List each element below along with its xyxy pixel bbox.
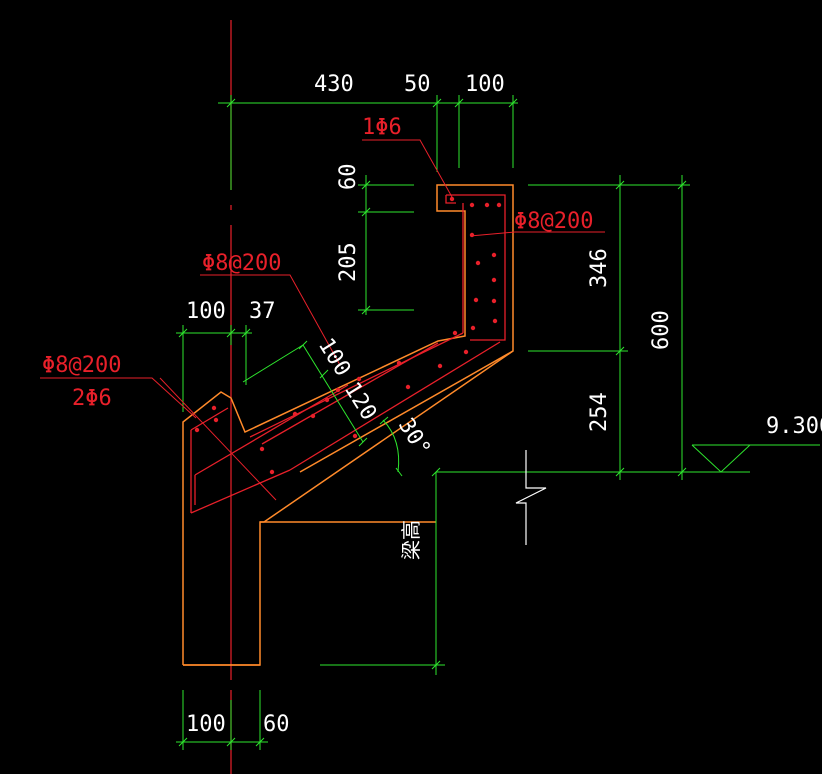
elevation-9300: 9.300 <box>766 414 822 439</box>
dim-205: 205 <box>336 242 361 282</box>
dim-346: 346 <box>587 248 612 288</box>
dim-430: 430 <box>314 72 354 97</box>
dim-254: 254 <box>587 392 612 432</box>
rebar-label-2phi6: 2Φ6 <box>72 386 112 411</box>
beam-height-label: 梁高 <box>399 520 423 560</box>
dim-100-left: 100 <box>186 299 226 324</box>
dim-600: 600 <box>649 310 674 350</box>
dim-100-slab: 100 <box>313 334 355 381</box>
rebar-cage <box>190 194 506 514</box>
dimension-texts: 430 50 100 60 205 346 600 254 100 120 10… <box>186 72 822 737</box>
rebar-label-1phi6: 1Φ6 <box>362 115 402 140</box>
dim-60-left: 60 <box>336 164 361 191</box>
rebar-label-phi8-corner: Φ8@200 <box>42 353 121 378</box>
dim-50: 50 <box>404 72 431 97</box>
rebar-label-phi8-slab: Φ8@200 <box>202 251 281 276</box>
break-line <box>515 450 547 545</box>
dim-37: 37 <box>249 299 276 324</box>
dimension-lines <box>176 95 820 750</box>
rebar-dots <box>194 196 502 475</box>
dim-100-bottom: 100 <box>186 712 226 737</box>
concrete-outline <box>182 184 514 666</box>
leader-lines <box>40 139 605 501</box>
rebar-label-texts: 1Φ6 Φ8@200 Φ8@200 Φ8@200 2Φ6 <box>42 115 593 411</box>
rebar-label-phi8-vertical: Φ8@200 <box>514 209 593 234</box>
dim-60-bottom: 60 <box>263 712 290 737</box>
angle-30: 30° <box>393 414 435 461</box>
dim-100-top: 100 <box>465 72 505 97</box>
